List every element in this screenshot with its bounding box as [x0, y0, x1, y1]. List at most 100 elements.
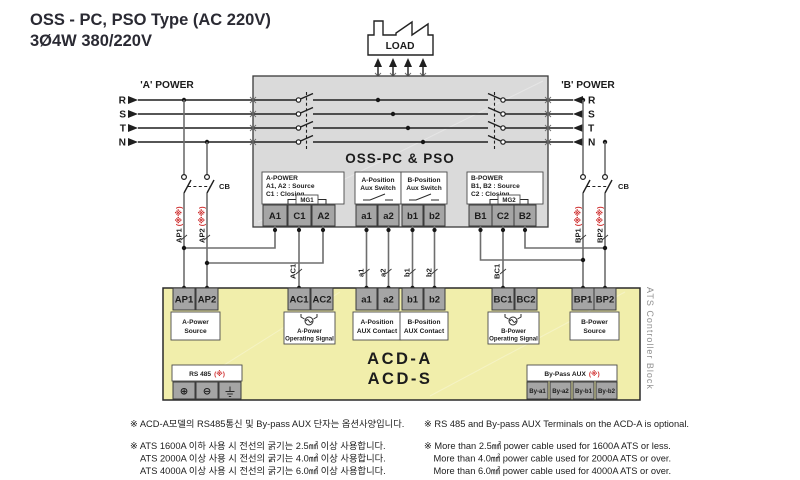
- bypass-aux-group: By-Pass AUX(※) By-a1 By-a2 By-b1 By-b2: [526, 364, 618, 400]
- phase-labels: R S T N R S T N 'A' POWER 'B' POWER: [119, 80, 616, 149]
- svg-text:Source: Source: [184, 328, 207, 335]
- ground-icon: [225, 386, 235, 397]
- footnote-kr-4: ATS 4000A 이상 사용 시 전선의 굵기는 6.0㎟ 이상 사용합니다.: [140, 466, 386, 476]
- svg-text:A-Power: A-Power: [297, 328, 322, 335]
- group-a-power-source: A-Power Source: [170, 311, 221, 341]
- b-power-label: 'B' POWER: [561, 80, 615, 91]
- feeder-label-bp1: BP1(※※): [574, 206, 583, 243]
- svg-text:Aux Switch: Aux Switch: [360, 185, 396, 192]
- svg-text:AUX Contact: AUX Contact: [404, 328, 445, 335]
- group-b-position-aux: B-Position AUX Contact: [399, 311, 449, 341]
- svg-text:C2: C2: [497, 211, 509, 222]
- terminal-BP2: [593, 287, 617, 311]
- oss-b-position-box: B-Position Aux Switch b1 b2: [400, 171, 448, 227]
- acd-model-s: ACD-S: [368, 370, 433, 388]
- page-title: OSS - PC, PSO Type (AC 220V) 3Ø4W 380/22…: [30, 11, 271, 50]
- terminal-AP2: [195, 287, 219, 311]
- phase-label: T: [120, 124, 127, 135]
- footnote-kr-1: ※ ACD-A모델의 RS485통신 및 By-pass AUX 단자는 옵션사…: [130, 418, 404, 429]
- terminal-a1: [355, 287, 378, 311]
- svg-text:C2 : Closing: C2 : Closing: [471, 191, 509, 198]
- wire-label-b2: b2: [425, 268, 434, 277]
- a-feeder: CB AP1(※※) AP2(※※): [175, 97, 230, 288]
- title-line1: OSS - PC, PSO Type (AC 220V): [30, 11, 271, 29]
- oss-block-title: OSS-PC & PSO: [345, 151, 455, 166]
- b-circuit-breaker: CB: [579, 174, 629, 194]
- svg-text:B-Position: B-Position: [408, 319, 441, 326]
- footnotes-english: ※ RS 485 and By-pass AUX Terminals on th…: [424, 419, 689, 476]
- plus-icon: ⊕: [180, 387, 189, 398]
- svg-text:B-Power: B-Power: [501, 328, 526, 335]
- feeder-label-ap2: AP2(※※): [198, 206, 207, 243]
- terminal-by-b2: [595, 381, 618, 400]
- svg-text:BC2: BC2: [516, 295, 535, 306]
- factory-shape: [367, 20, 434, 56]
- wire-label-a1: a1: [357, 268, 366, 277]
- svg-text:B-Power: B-Power: [581, 319, 608, 326]
- feeder-label-ap1: AP1(※※): [175, 206, 184, 243]
- group-a-position-aux: A-Position AUX Contact: [352, 311, 402, 341]
- svg-text:a2: a2: [383, 295, 394, 306]
- svg-text:By-b1: By-b1: [575, 388, 593, 395]
- svg-text:AP1: AP1: [175, 295, 194, 306]
- phase-label: N: [588, 138, 595, 149]
- aux-switch-icon: [363, 193, 393, 201]
- svg-text:AP2: AP2: [198, 295, 216, 306]
- svg-text:C1: C1: [293, 211, 306, 222]
- bus-lines: [128, 92, 583, 149]
- group-a-operating-signal: A-Power Operating Signal: [283, 311, 336, 345]
- b-feeder: CB BP1(※※) BP2(※※): [574, 97, 629, 288]
- mg2-label: MG2: [502, 197, 516, 204]
- svg-text:By-a1: By-a1: [529, 388, 546, 395]
- svg-text:By-b2: By-b2: [598, 388, 616, 395]
- svg-text:a2: a2: [383, 211, 394, 222]
- footnote-en-3: More than 4.0㎟ power cable used for 2000…: [434, 454, 672, 464]
- svg-text:Aux Switch: Aux Switch: [406, 185, 442, 192]
- phase-label: R: [119, 96, 127, 107]
- footnote-en-4: More than 6.0㎟ power cable used for 4000…: [434, 466, 672, 476]
- terminal-rs485-minus: [195, 381, 219, 400]
- wire-label-b1: b1: [403, 267, 412, 277]
- acd-controller-block: ACD-A ACD-S AP1 AP2 AC1 AC2 a1 a2 b1 b2 …: [162, 287, 655, 401]
- ac-source-icon: [304, 316, 314, 326]
- bypass-label: By-Pass AUX(※): [544, 369, 599, 378]
- rs485-label: RS 485(※): [189, 369, 225, 378]
- svg-text:A-Position: A-Position: [361, 319, 394, 326]
- a-power-box-line1: A-POWER: [266, 175, 298, 182]
- terminal-rs485-plus: [172, 381, 196, 400]
- svg-text:B2: B2: [519, 211, 531, 222]
- load-icon: LOAD: [367, 20, 434, 56]
- interconnect-wires: AC1 a1 a2 b1 b2 BC1: [181, 226, 608, 291]
- terminal-AP1: [172, 287, 196, 311]
- footnote-kr-2: ※ ATS 1600A 이하 사용 시 전선의 굵기는 2.5㎟ 이상 사용합니…: [130, 441, 386, 451]
- aux-switch-icon: [409, 193, 439, 201]
- svg-text:AC1: AC1: [289, 295, 309, 306]
- svg-text:B-POWER: B-POWER: [471, 175, 503, 182]
- footnotes-korean: ※ ACD-A모델의 RS485통신 및 By-pass AUX 단자는 옵션사…: [130, 418, 404, 476]
- mg1-label: MG1: [300, 197, 314, 204]
- terminal-AC2: [310, 287, 334, 311]
- svg-text:BP2: BP2: [596, 295, 614, 306]
- svg-text:BC1: BC1: [493, 295, 513, 306]
- svg-text:b1: b1: [407, 211, 419, 222]
- a-power-box-line2: A1, A2 : Source: [266, 183, 315, 190]
- svg-text:Operating Signal: Operating Signal: [285, 336, 334, 343]
- svg-text:BP1: BP1: [574, 295, 593, 306]
- svg-text:Operating Signal: Operating Signal: [489, 336, 538, 343]
- svg-text:a1: a1: [361, 211, 372, 222]
- acd-model-a: ACD-A: [367, 350, 433, 368]
- svg-text:B1: B1: [474, 211, 487, 222]
- wire-label-bc1: BC1: [493, 263, 502, 279]
- svg-text:AC2: AC2: [312, 295, 331, 306]
- minus-icon: ⊖: [203, 387, 212, 398]
- phase-label: T: [588, 124, 595, 135]
- footnote-kr-3: ATS 2000A 이상 사용 시 전선의 굵기는 4.0㎟ 이상 사용합니다.: [140, 454, 386, 464]
- wire-label-ac1: AC1: [289, 263, 298, 279]
- svg-text:A-Position: A-Position: [362, 177, 395, 184]
- svg-text:By-a2: By-a2: [552, 388, 569, 395]
- svg-text:B-Position: B-Position: [408, 177, 441, 184]
- feeder-label-bp2: BP2(※※): [596, 206, 605, 243]
- phase-label: S: [119, 110, 126, 121]
- terminal-BC1: [491, 287, 515, 311]
